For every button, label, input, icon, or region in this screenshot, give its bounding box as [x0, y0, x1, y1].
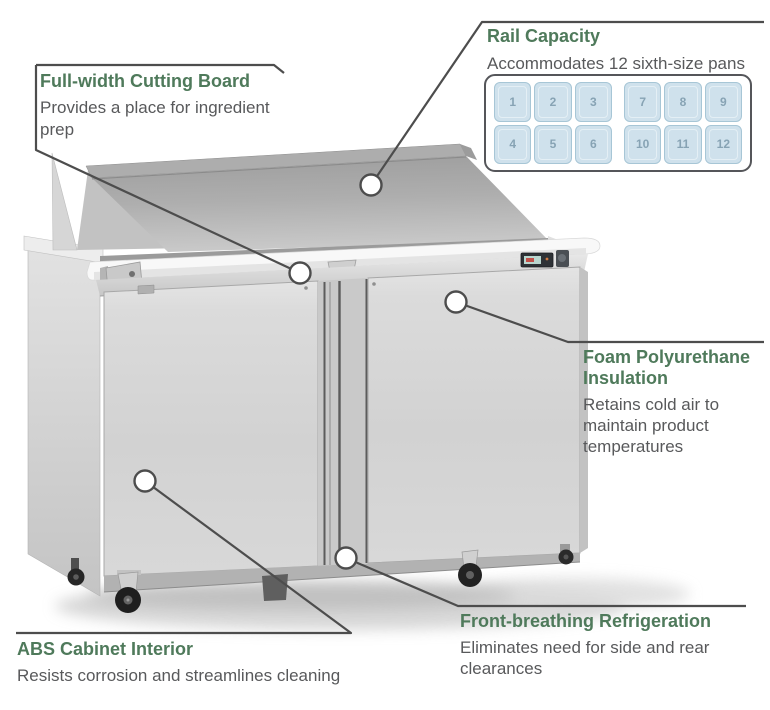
callout-refrigeration-title: Front-breathing Refrigeration — [460, 611, 711, 631]
pan-group-right: 7 8 9 10 11 12 — [624, 82, 742, 164]
caster-rear-right — [558, 544, 574, 565]
caster-front-left — [115, 570, 141, 613]
callout-insulation-title: Foam Polyurethane Insulation — [583, 347, 751, 388]
door-hinge — [137, 284, 155, 295]
pan-9: 9 — [704, 82, 742, 122]
marker-refrigeration — [334, 546, 358, 570]
callout-rail-capacity-body: Accommodates 12 sixth-size pans — [487, 54, 745, 73]
callout-refrigeration: Front-breathing Refrigeration Eliminates… — [460, 611, 755, 679]
callout-rail-capacity: Rail Capacity Accommodates 12 sixth-size… — [487, 26, 767, 75]
pan-2: 2 — [534, 82, 572, 122]
door-mullion — [318, 278, 368, 566]
floor-shadow — [55, 578, 690, 630]
callout-cabinet-interior: ABS Cabinet Interior Resists corrosion a… — [17, 639, 437, 687]
fridge-right-edge — [580, 267, 588, 553]
leader-rail-capacity — [370, 20, 764, 186]
callout-cutting-board-body: Provides a place for ingredient prep — [40, 98, 270, 139]
leader-cutting-board-box — [36, 63, 285, 74]
fridge-left-door — [103, 280, 319, 577]
pan-6: 6 — [574, 124, 612, 164]
pan-3: 3 — [574, 82, 612, 122]
leader-insulation — [455, 300, 764, 344]
callout-cabinet-interior-body: Resists corrosion and streamlines cleani… — [17, 666, 341, 685]
pan-11: 11 — [664, 124, 702, 164]
pan-group-left: 1 2 3 4 5 6 — [494, 82, 612, 164]
pan-10: 10 — [624, 124, 662, 164]
pan-12: 12 — [704, 124, 742, 164]
temperature-display — [520, 250, 569, 268]
pan-1: 1 — [494, 82, 532, 122]
caster-front-center — [458, 549, 482, 587]
caster-rear-left — [67, 558, 85, 586]
callout-cutting-board-title: Full-width Cutting Board — [40, 71, 250, 91]
marker-cabinet-interior — [133, 469, 157, 493]
callout-insulation-body: Retains cold air to maintain product tem… — [583, 395, 720, 456]
leader-cabinet-interior — [16, 480, 353, 635]
leader-refrigeration — [345, 556, 746, 608]
callout-insulation: Foam Polyurethane Insulation Retains col… — [583, 347, 769, 457]
marker-rail-capacity — [359, 173, 383, 197]
pan-4: 4 — [494, 124, 532, 164]
leader-cutting-board — [34, 65, 301, 274]
marker-insulation — [444, 290, 468, 314]
callout-rail-capacity-title: Rail Capacity — [487, 26, 601, 46]
pan-5: 5 — [534, 124, 572, 164]
fridge-left-side-panel — [27, 243, 101, 597]
marker-cutting-board — [288, 261, 312, 285]
callout-cabinet-interior-title: ABS Cabinet Interior — [17, 639, 194, 659]
rail-pan-diagram: 1 2 3 4 5 6 7 8 9 10 11 12 — [484, 74, 752, 172]
pan-8: 8 — [664, 82, 702, 122]
door-screw — [304, 286, 308, 290]
pan-7: 7 — [624, 82, 662, 122]
fridge-lid — [51, 143, 548, 252]
fridge-right-door — [367, 266, 581, 564]
fridge-header-frame — [96, 254, 588, 296]
callout-refrigeration-body: Eliminates need for side and rear cleara… — [460, 638, 710, 678]
door-screw — [372, 282, 376, 286]
callout-cutting-board: Full-width Cutting Board Provides a plac… — [40, 71, 298, 141]
